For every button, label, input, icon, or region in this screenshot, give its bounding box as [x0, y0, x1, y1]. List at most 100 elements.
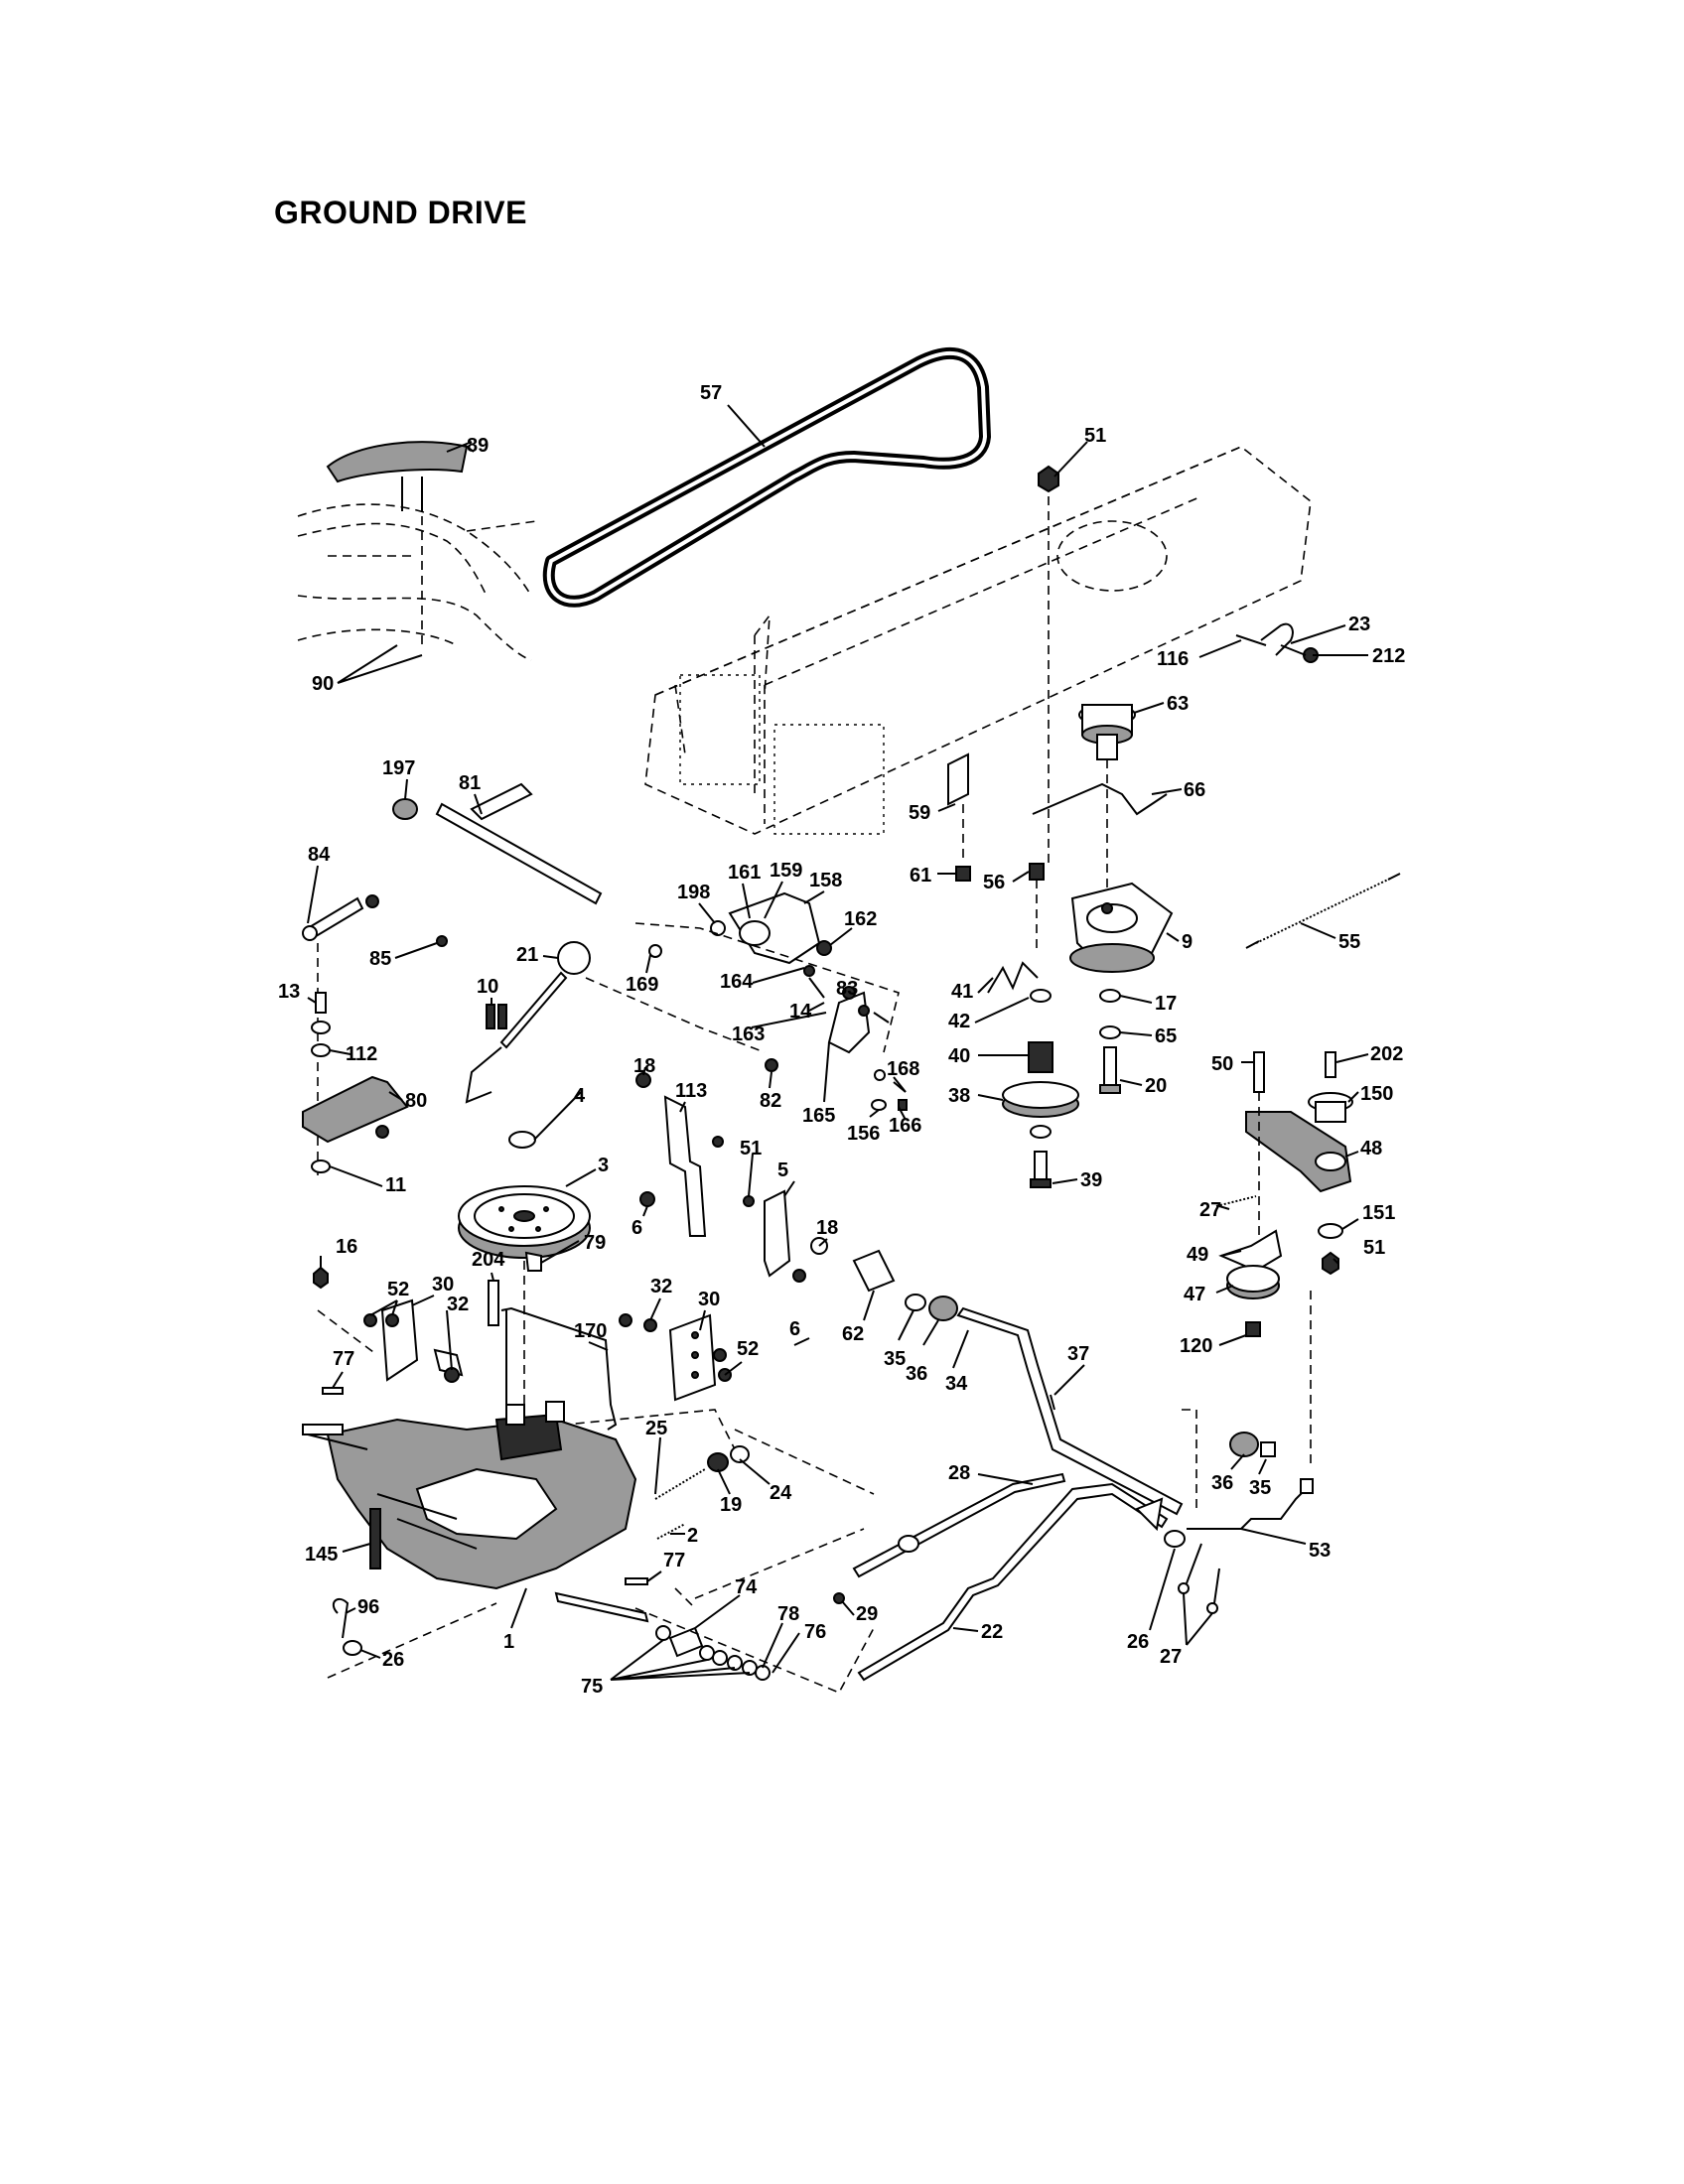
callout-36b: 36 [1211, 1472, 1233, 1494]
callout-36: 36 [906, 1363, 927, 1385]
callout-83: 83 [836, 978, 858, 1000]
callout-32: 32 [447, 1294, 469, 1315]
callout-18: 18 [633, 1055, 655, 1077]
callout-63: 63 [1167, 693, 1189, 715]
callout-74: 74 [735, 1576, 758, 1598]
page-title: GROUND DRIVE [274, 195, 527, 230]
washer-stack-axle [634, 1607, 875, 1695]
callout-26b: 26 [382, 1649, 404, 1671]
callout-56: 56 [983, 872, 1005, 893]
callout-17: 17 [1155, 993, 1177, 1015]
callout-198: 198 [677, 882, 710, 903]
part-3-pulley [458, 1131, 591, 1439]
part-57-belt [542, 347, 991, 608]
callout-32b: 32 [650, 1276, 672, 1297]
idler-assembly-right [1215, 1051, 1353, 1469]
callout-202: 202 [1370, 1043, 1403, 1065]
callout-19: 19 [720, 1494, 742, 1516]
callout-38: 38 [948, 1085, 970, 1107]
callout-labels: 57 89 90 51 23 116 212 63 66 59 61 56 19… [278, 382, 1405, 1698]
part-77-pin-lower [625, 1577, 648, 1585]
part-22-rod [833, 1472, 1169, 1682]
part-30-plate-right [619, 1313, 732, 1402]
callout-82: 82 [760, 1090, 781, 1112]
callout-2: 2 [687, 1525, 698, 1547]
callout-89: 89 [467, 435, 489, 457]
callout-113: 113 [675, 1080, 707, 1102]
part-53-rod [1182, 1409, 1314, 1530]
callout-80: 80 [405, 1090, 427, 1112]
part-81-shaft [392, 782, 603, 905]
callout-39: 39 [1080, 1169, 1102, 1191]
callout-164: 164 [720, 971, 754, 993]
callout-78: 78 [777, 1603, 799, 1625]
callout-77: 77 [333, 1348, 354, 1370]
callout-47: 47 [1184, 1284, 1205, 1305]
callout-53: 53 [1309, 1540, 1331, 1562]
callout-42: 42 [948, 1011, 970, 1032]
callout-170: 170 [574, 1320, 607, 1342]
part-63-pulley [1078, 704, 1136, 893]
callout-57: 57 [700, 382, 722, 404]
callout-52b: 52 [737, 1338, 759, 1360]
washer-stack-right [1099, 989, 1121, 1094]
callout-41: 41 [951, 981, 973, 1003]
callout-6b: 6 [789, 1318, 800, 1340]
callout-66: 66 [1184, 779, 1205, 801]
callout-24: 24 [770, 1482, 792, 1504]
callout-10: 10 [477, 976, 498, 998]
callout-23: 23 [1348, 614, 1370, 635]
callout-197: 197 [382, 757, 415, 779]
part-23-bracket [1235, 622, 1319, 663]
callout-50: 50 [1211, 1053, 1233, 1075]
callout-16: 16 [336, 1236, 357, 1258]
callout-75: 75 [581, 1676, 603, 1698]
callout-51c: 51 [1363, 1237, 1385, 1259]
callout-48: 48 [1360, 1138, 1382, 1160]
callout-62: 62 [842, 1323, 864, 1345]
callout-51: 51 [1084, 425, 1106, 447]
callout-212: 212 [1372, 645, 1405, 667]
callout-35: 35 [884, 1348, 906, 1370]
callout-11: 11 [385, 1174, 406, 1196]
frame-outline [644, 446, 1312, 835]
callout-5: 5 [777, 1160, 788, 1181]
callout-96: 96 [357, 1596, 379, 1618]
part-84-link [302, 894, 448, 1181]
callout-85: 85 [369, 948, 391, 970]
callout-166: 166 [889, 1115, 921, 1137]
callout-159: 159 [770, 860, 802, 882]
part-55-spring [1255, 878, 1391, 944]
callout-35b: 35 [1249, 1477, 1271, 1499]
callout-14: 14 [789, 1001, 812, 1023]
callout-55: 55 [1338, 931, 1360, 953]
fender-outline [297, 503, 537, 661]
pulley-stack-center [987, 961, 1079, 1188]
part-89-bracket [326, 441, 473, 645]
callout-13: 13 [278, 981, 300, 1003]
part-55-spring-ends [1245, 873, 1401, 949]
callout-21: 21 [516, 944, 538, 966]
callout-79: 79 [584, 1232, 606, 1254]
callout-34: 34 [945, 1373, 968, 1395]
callout-4: 4 [574, 1085, 586, 1107]
part-1-transaxle [302, 1401, 741, 1679]
callout-162: 162 [844, 908, 877, 930]
callout-18b: 18 [816, 1217, 838, 1239]
idler-bracket-assembly [585, 891, 907, 1093]
callout-165: 165 [802, 1105, 835, 1127]
callout-158: 158 [809, 870, 842, 891]
part-8-lever [465, 941, 591, 1104]
callout-6: 6 [632, 1217, 642, 1239]
part-26-bracket [1135, 1497, 1220, 1614]
part-77-pin [322, 1387, 344, 1395]
part-34-rod [852, 1249, 1184, 1516]
callout-169: 169 [626, 974, 658, 996]
callout-151: 151 [1362, 1202, 1395, 1224]
callout-120: 120 [1180, 1335, 1212, 1357]
callout-37: 37 [1067, 1343, 1089, 1365]
callout-40: 40 [948, 1045, 970, 1067]
callout-90: 90 [312, 673, 334, 695]
